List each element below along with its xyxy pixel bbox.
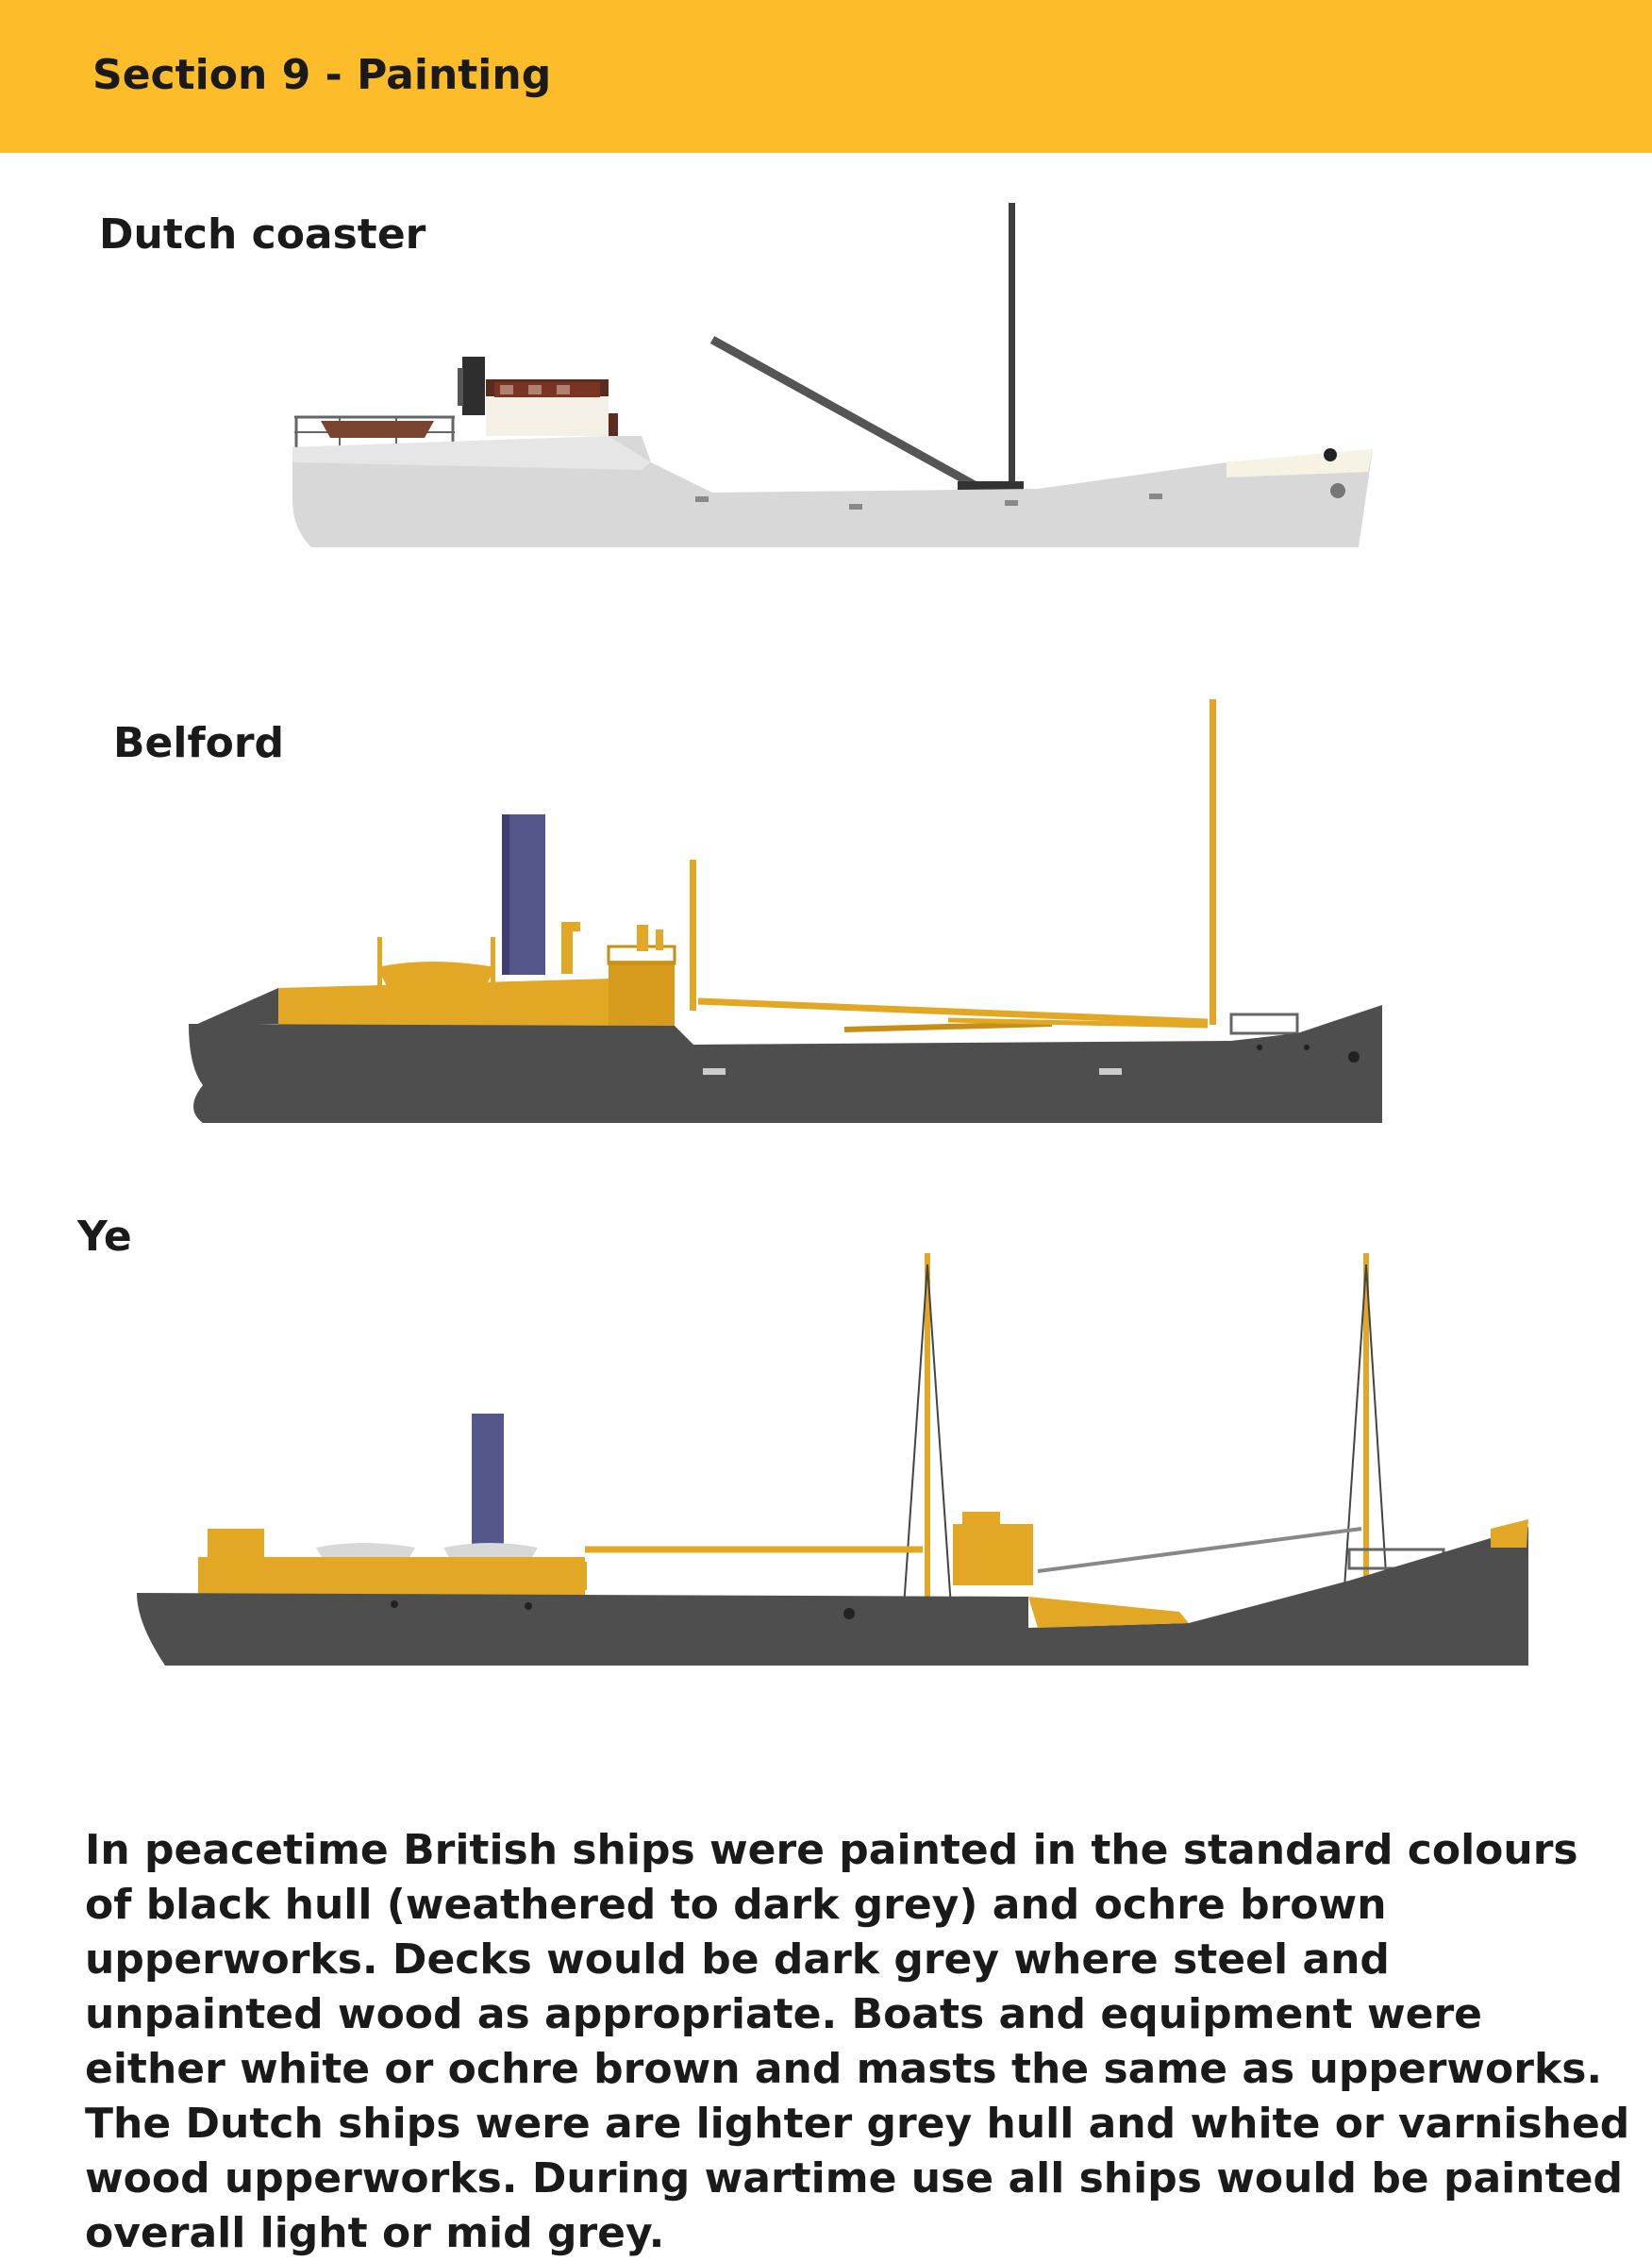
header-bar [0, 0, 1652, 153]
page-title: Section 9 - Painting [92, 51, 552, 99]
derrick-boom [709, 336, 984, 493]
funnel [508, 814, 545, 975]
ship-label-belford: Belford [113, 719, 285, 767]
ship-label-dutch-coaster: Dutch coaster [99, 210, 426, 259]
fore-mast [925, 1253, 930, 1607]
mast [1009, 203, 1015, 495]
ship-label-yew: Yew [77, 1213, 132, 1261]
lifeboat [377, 962, 495, 986]
hull [189, 1005, 1382, 1123]
hull [137, 1527, 1528, 1666]
funnel [462, 357, 485, 415]
dutch-coaster-drawing [292, 203, 1373, 547]
yew-drawing [137, 1253, 1528, 1666]
lifeboat [321, 421, 434, 438]
belford-drawing [189, 699, 1382, 1123]
body-paragraph: In peacetime British ships were painted … [85, 1826, 1630, 2257]
main-mast [1210, 699, 1216, 1025]
fore-mast [690, 860, 696, 1011]
main-mast [1363, 1253, 1369, 1588]
